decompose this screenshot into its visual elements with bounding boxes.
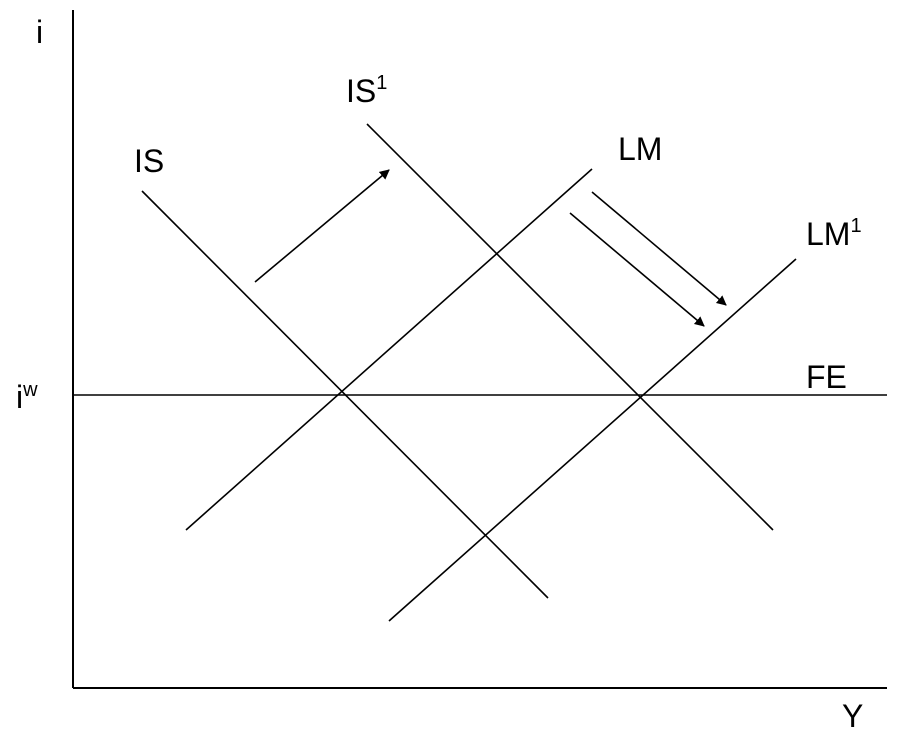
world-rate-label: iw — [16, 379, 38, 415]
is1-label: IS1 — [346, 72, 387, 109]
fe-label-base: FE — [806, 359, 847, 395]
lm-shift-arrow-upper — [591, 191, 727, 306]
lm1-label-base: LM — [806, 216, 850, 252]
lm-curve — [185, 168, 593, 531]
world-rate-base: i — [16, 379, 23, 415]
is1-label-base: IS — [346, 73, 376, 109]
is1-curve — [366, 123, 774, 531]
is1-label-sup: 1 — [376, 72, 387, 94]
world-rate-sup: w — [22, 379, 38, 401]
lm1-label: LM1 — [806, 215, 862, 252]
lm1-curve — [388, 258, 797, 622]
x-axis-label: Y — [842, 698, 863, 734]
lm-shift-arrow-lower — [569, 212, 705, 327]
lm-label-base: LM — [618, 131, 662, 167]
lm1-label-sup: 1 — [850, 215, 861, 237]
is-curve — [141, 190, 549, 599]
lm-label: LM — [618, 131, 662, 167]
y-axis-label: i — [36, 14, 43, 50]
is-label: IS — [134, 143, 164, 179]
is-label-base: IS — [134, 143, 164, 179]
is-shift-arrow — [254, 169, 390, 283]
fe-label: FE — [806, 359, 847, 395]
